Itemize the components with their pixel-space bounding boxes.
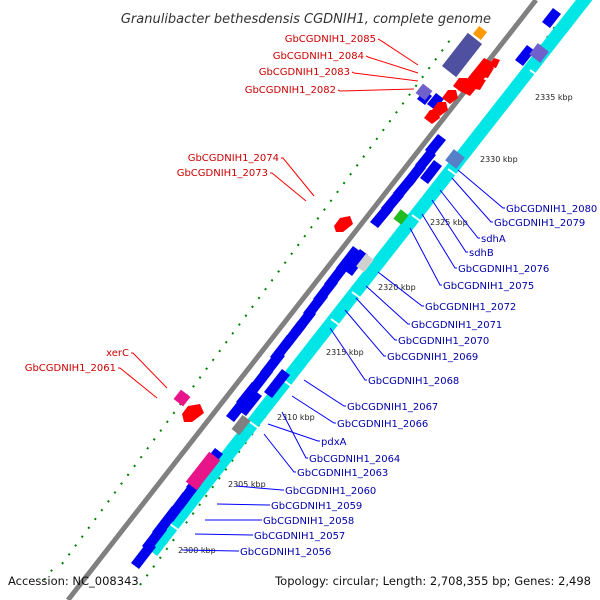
gene-label-GbCGDNIH1_2056[interactable]: GbCGDNIH1_2056 (240, 547, 331, 558)
kbp-label-2310: 2310 kbp (277, 413, 315, 422)
gene-label-GbCGDNIH1_2060[interactable]: GbCGDNIH1_2060 (285, 486, 376, 497)
gene-label-GbCGDNIH1_2059[interactable]: GbCGDNIH1_2059 (271, 501, 362, 512)
kbp-label-2305: 2305 kbp (228, 480, 266, 489)
genome-backbone (66, 0, 538, 600)
gene-label-GbCGDNIH1_2071[interactable]: GbCGDNIH1_2071 (411, 320, 502, 331)
purple-feature (441, 32, 483, 78)
gene-label-GbCGDNIH1_2075[interactable]: GbCGDNIH1_2075 (443, 281, 534, 292)
gene-label-GbCGDNIH1_2064[interactable]: GbCGDNIH1_2064 (309, 454, 400, 465)
gene-label-xerC[interactable]: xerC (106, 348, 129, 359)
gene-label-GbCGDNIH1_2066[interactable]: GbCGDNIH1_2066 (337, 419, 428, 430)
left-leader-lines (118, 38, 419, 399)
gene-label-sdhA[interactable]: sdhA (481, 234, 506, 245)
kbp-label-2315: 2315 kbp (326, 348, 364, 357)
gene-label-GbCGDNIH1_2083[interactable]: GbCGDNIH1_2083 (259, 67, 350, 78)
accession-text: Accession: NC_008343 (8, 574, 139, 588)
gene-label-pdxA[interactable]: pdxA (321, 437, 347, 448)
gene-label-GbCGDNIH1_2069[interactable]: GbCGDNIH1_2069 (387, 352, 478, 363)
purple-small-feature (529, 43, 549, 63)
pink-feature (185, 451, 221, 491)
left-label-group: GbCGDNIH1_2085 GbCGDNIH1_2084 GbCGDNIH1_… (25, 34, 376, 374)
purple-small-feature-2 (415, 83, 433, 101)
kbp-label-2320: 2320 kbp (378, 283, 416, 292)
xerC-feature (173, 389, 191, 407)
gray-feature (231, 414, 251, 436)
gene-label-GbCGDNIH1_2067[interactable]: GbCGDNIH1_2067 (347, 402, 438, 413)
orange-feature (472, 25, 488, 41)
right-label-group: GbCGDNIH1_2080 GbCGDNIH1_2079 sdhA sdhB … (240, 204, 597, 558)
map-title: Granulibacter bethesdensis CGDNIH1, comp… (121, 12, 491, 27)
gene-label-GbCGDNIH1_2076[interactable]: GbCGDNIH1_2076 (458, 264, 549, 275)
kbp-label-2325: 2325 kbp (430, 218, 468, 227)
gene-label-GbCGDNIH1_2063[interactable]: GbCGDNIH1_2063 (297, 468, 388, 479)
gene-label-GbCGDNIH1_2057[interactable]: GbCGDNIH1_2057 (254, 531, 345, 542)
kbp-label-2330: 2330 kbp (480, 155, 518, 164)
sdhB-feature (393, 209, 409, 225)
gene-label-GbCGDNIH1_2079[interactable]: GbCGDNIH1_2079 (494, 218, 585, 229)
genome-summary-text: Topology: circular; Length: 2,708,355 bp… (274, 574, 591, 588)
gene-label-GbCGDNIH1_2061[interactable]: GbCGDNIH1_2061 (25, 363, 116, 374)
gene-label-GbCGDNIH1_2084[interactable]: GbCGDNIH1_2084 (273, 51, 364, 62)
gene-label-sdhB[interactable]: sdhB (469, 248, 494, 259)
gene-label-GbCGDNIH1_2070[interactable]: GbCGDNIH1_2070 (398, 336, 489, 347)
gene-label-GbCGDNIH1_2058[interactable]: GbCGDNIH1_2058 (263, 516, 354, 527)
gene-label-GbCGDNIH1_2085[interactable]: GbCGDNIH1_2085 (285, 34, 376, 45)
gene-label-GbCGDNIH1_2068[interactable]: GbCGDNIH1_2068 (368, 376, 459, 387)
gene-label-GbCGDNIH1_2082[interactable]: GbCGDNIH1_2082 (245, 85, 336, 96)
right-leader-lines (181, 169, 505, 552)
reverse-gene-arrows (182, 58, 500, 422)
gene-label-GbCGDNIH1_2080[interactable]: GbCGDNIH1_2080 (506, 204, 597, 215)
lightgray-feature (356, 253, 374, 273)
forward-gene-arrows (131, 8, 561, 569)
gene-label-GbCGDNIH1_2073[interactable]: GbCGDNIH1_2073 (177, 168, 268, 179)
cds-track (146, 0, 593, 557)
inner-forward-gene-arrows (238, 160, 442, 416)
kbp-label-2335: 2335 kbp (535, 93, 573, 102)
gene-label-GbCGDNIH1_2074[interactable]: GbCGDNIH1_2074 (188, 153, 279, 164)
steelblue-feature (445, 149, 465, 169)
gene-label-GbCGDNIH1_2072[interactable]: GbCGDNIH1_2072 (425, 302, 516, 313)
